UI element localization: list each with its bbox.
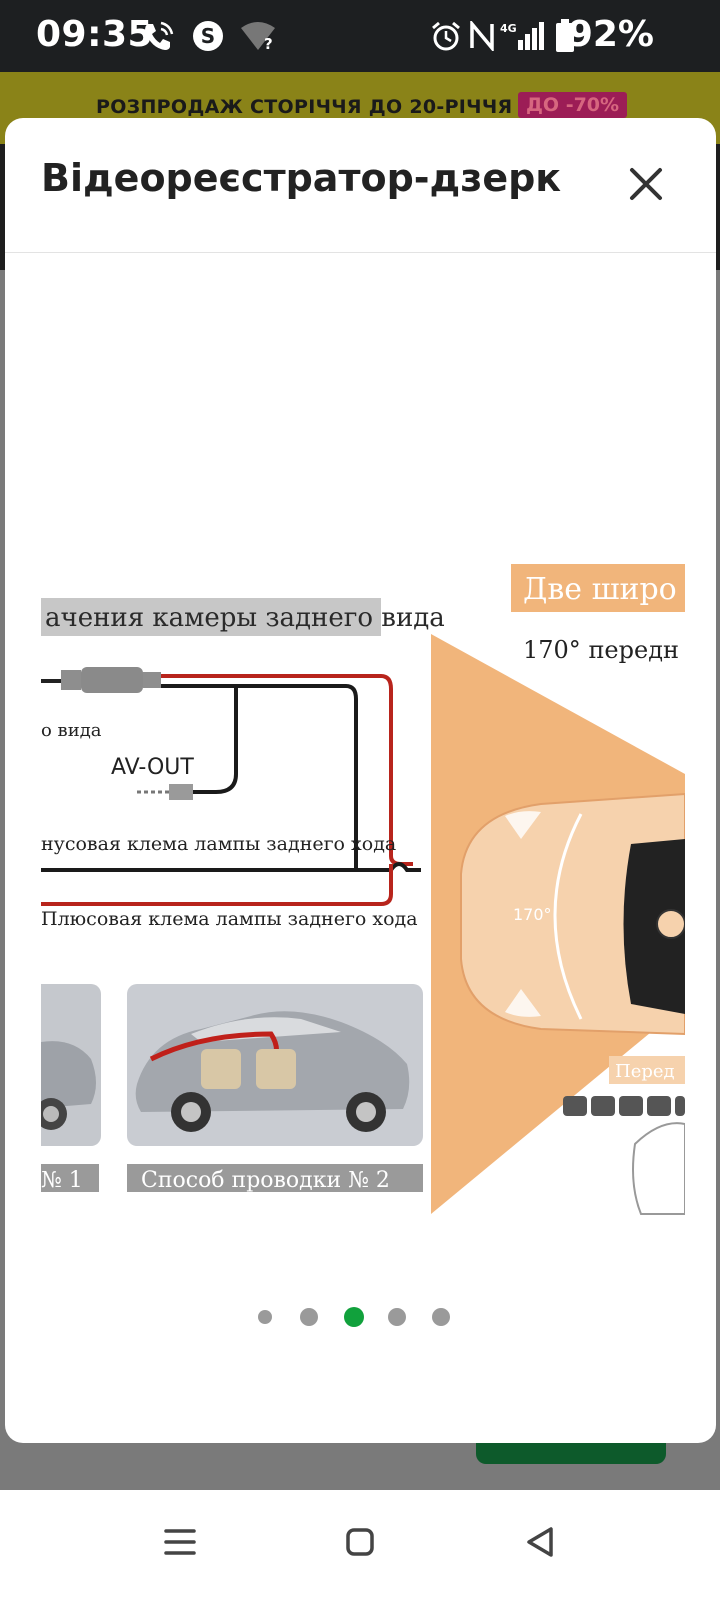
modal-header: Відеореєстратор-дзерка...: [5, 118, 716, 253]
rear-camera-label: о вида: [41, 720, 102, 741]
4g-signal-icon: 4G: [500, 18, 544, 54]
modal-title: Відеореєстратор-дзерка...: [41, 156, 561, 200]
nfc-icon: [468, 18, 496, 54]
carousel-dots: [5, 1307, 716, 1328]
alarm-icon: [430, 18, 462, 54]
angle-label: 170°: [513, 905, 552, 924]
home-icon: [346, 1528, 374, 1556]
back-icon: [527, 1527, 553, 1557]
right-heading: Две широ: [523, 572, 677, 607]
recent-apps-button[interactable]: [156, 1518, 204, 1566]
carousel-dot-1[interactable]: [258, 1310, 272, 1324]
front-label: Перед: [615, 1061, 675, 1082]
av-out-label: AV-OUT: [111, 755, 194, 780]
carousel-dot-2[interactable]: [300, 1308, 318, 1326]
wiring-caption-1: № 1: [41, 1168, 83, 1193]
promo-banner[interactable]: РОЗПРОДАЖ СТОРІЧЧЯ ДО 20-РІЧЧЯ ДО -70%: [0, 72, 720, 144]
diagram-heading: ачения камеры заднего вида: [45, 603, 445, 633]
wifi-calling-icon: [140, 18, 176, 54]
navigation-bar: [0, 1490, 720, 1600]
svg-text:?: ?: [264, 35, 273, 52]
status-time: 09:35: [36, 14, 154, 55]
wiring-caption-2: Способ проводки № 2: [141, 1168, 390, 1193]
recent-apps-icon: [164, 1529, 196, 1555]
s-app-icon: S: [190, 18, 226, 54]
minus-terminal-label: нусовая клема лампы заднего хода: [41, 833, 396, 855]
carousel-dot-4[interactable]: [388, 1308, 406, 1326]
product-image[interactable]: ачения камеры заднего вида о вида AV-OUT…: [31, 444, 689, 1254]
battery-percentage: 92%: [567, 14, 654, 55]
home-button[interactable]: [336, 1518, 384, 1566]
battery-icon: [554, 18, 576, 54]
svg-text:4G: 4G: [500, 22, 517, 35]
promo-badge: ДО -70%: [518, 92, 628, 118]
carousel-dot-5[interactable]: [432, 1308, 450, 1326]
back-button[interactable]: [516, 1518, 564, 1566]
close-icon: [630, 168, 662, 200]
status-bar: 09:35 S ? 4G 92%: [0, 0, 720, 72]
diagram-heading-bg: [41, 598, 381, 636]
close-button[interactable]: [624, 162, 668, 206]
angle-text: 170° передн: [523, 636, 679, 664]
small-cars-row: [563, 1096, 685, 1116]
svg-text:S: S: [201, 24, 215, 48]
plus-terminal-label: Плюсовая клема лампы заднего хода: [41, 908, 418, 930]
wifi-unknown-icon: ?: [238, 18, 278, 54]
promo-text: РОЗПРОДАЖ СТОРІЧЧЯ ДО 20-РІЧЧЯ: [96, 96, 513, 118]
carousel-dot-3-active[interactable]: [344, 1307, 364, 1327]
